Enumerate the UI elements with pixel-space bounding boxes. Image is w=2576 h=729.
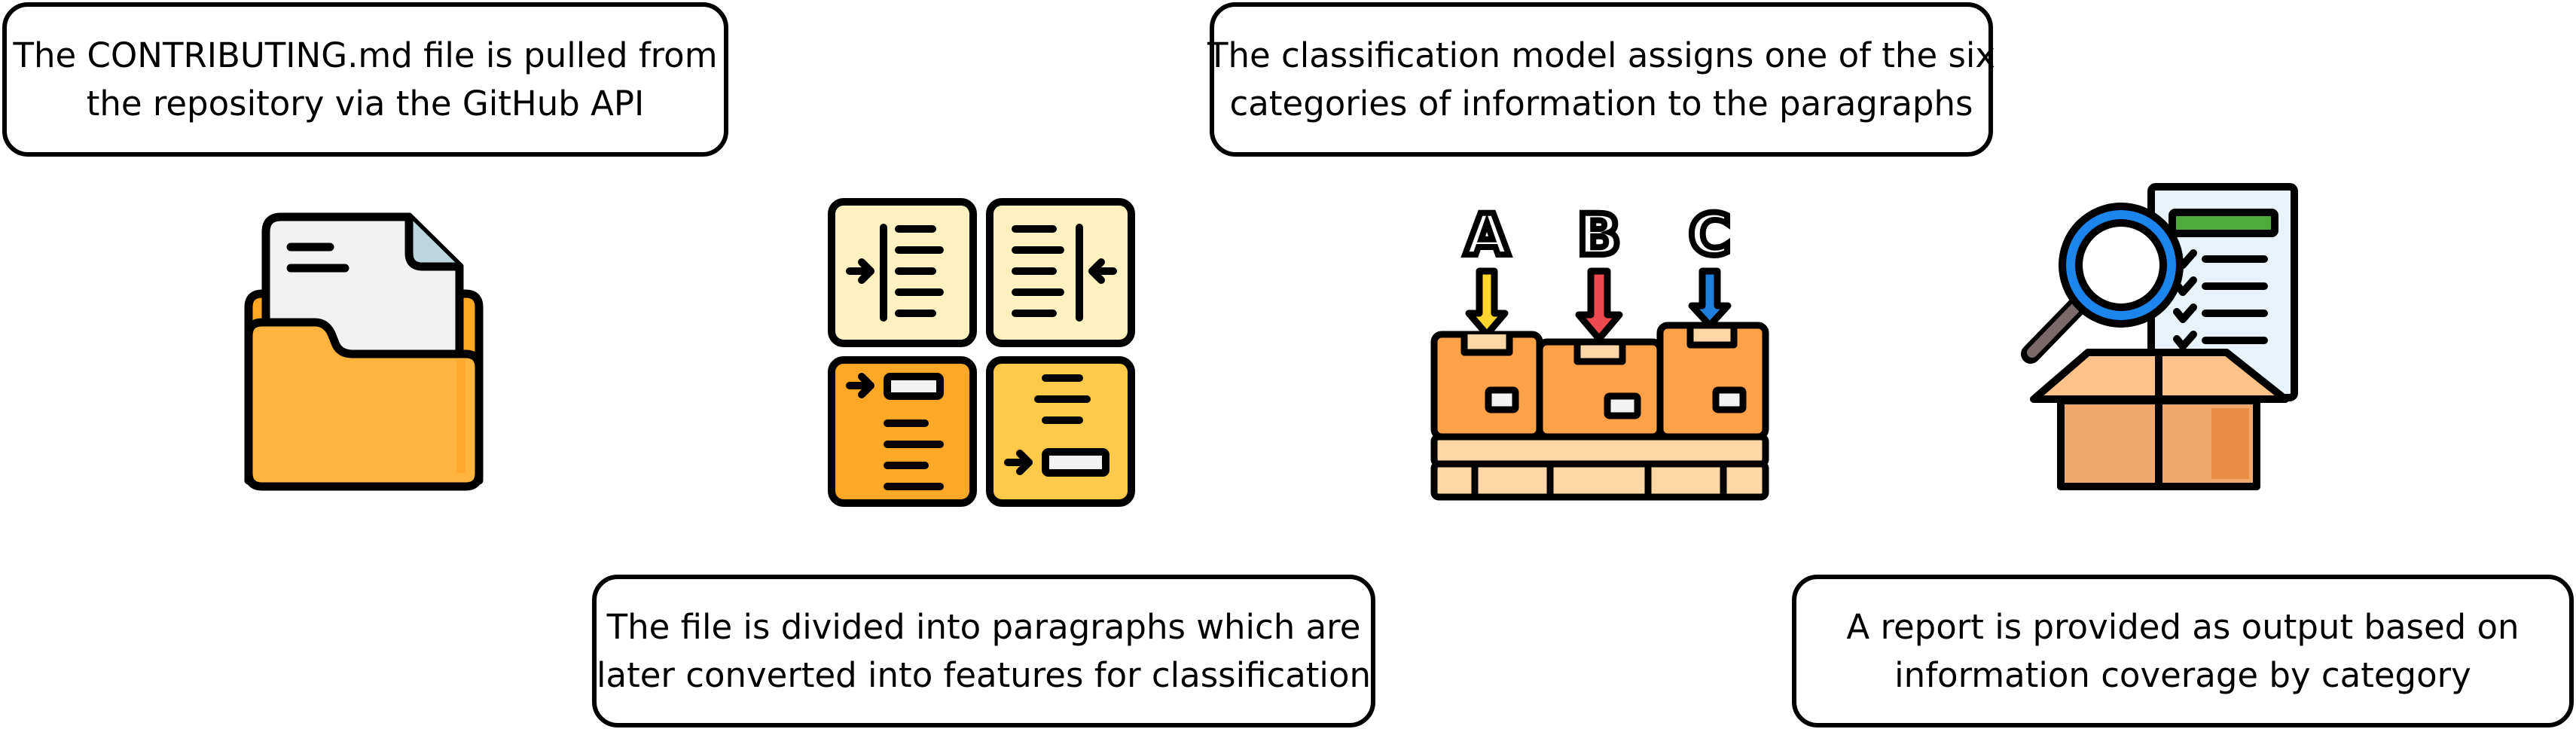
step-2-caption-line-1: The file is divided into paragraphs whic… [606,606,1361,647]
step-2-caption-line-2: later converted into features for classi… [597,654,1371,695]
step-4-caption-box: A report is provided as output based on … [1792,575,2574,727]
step-3-caption-box: The classification model assigns one of … [1207,2,1996,157]
step-4-caption-line-1: A report is provided as output based on [1846,606,2520,647]
step-4-caption-line-2: information coverage by category [1894,654,2471,695]
report-inspection-icon [2021,183,2298,490]
step-3-caption-line-2: categories of information to the paragra… [1229,83,1973,124]
category-label-a: A [1465,202,1509,268]
paragraph-split-icon [828,198,1135,507]
category-label-b: B [1577,202,1621,268]
step-1-caption-line-2: the repository via the GitHub API [86,83,645,124]
category-label-c: C [1689,202,1731,268]
step-2-caption-box: The file is divided into paragraphs whic… [592,575,1375,727]
folder-document-icon [244,212,484,491]
step-3-caption-line-1: The classification model assigns one of … [1207,35,1996,75]
classification-boxes-icon: A B C [1430,202,1769,501]
step-1-caption-box: The CONTRIBUTING.md file is pulled from … [2,2,728,157]
step-1-caption-line-1: The CONTRIBUTING.md file is pulled from [13,35,718,75]
